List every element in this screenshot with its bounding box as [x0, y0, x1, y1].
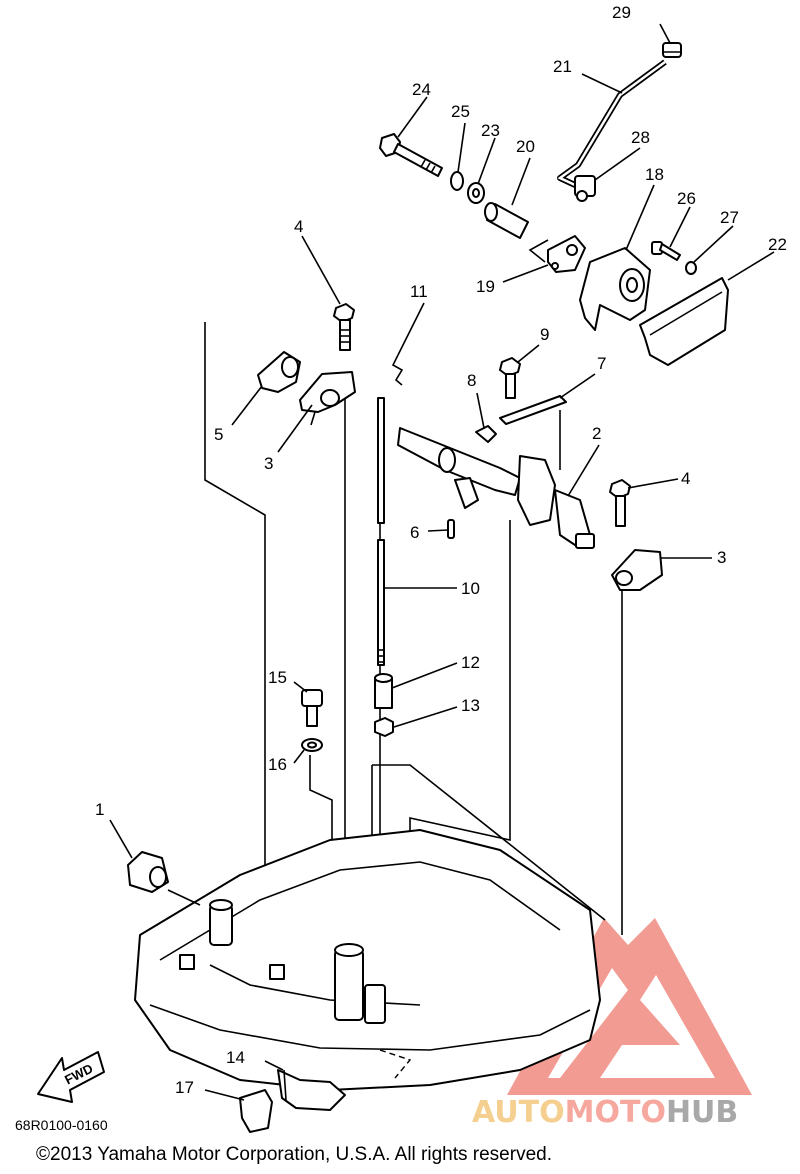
watermark-triangle [507, 918, 752, 1095]
part-7-plate [499, 395, 567, 425]
callout-14: 14 [226, 1048, 245, 1067]
part-25-washer [450, 171, 464, 191]
part-11-clip [391, 354, 404, 386]
watermark-logo: AUTOMOTOHUB [472, 918, 752, 1130]
callout-8: 8 [467, 371, 476, 390]
callout-18: 18 [645, 165, 664, 184]
part-12-joint [374, 673, 393, 709]
part-14-bracket [277, 1069, 346, 1111]
callout-22: 22 [768, 235, 787, 254]
callout-11: 11 [410, 282, 428, 301]
callout-26: 26 [677, 189, 696, 208]
part-26-bolt [651, 241, 681, 261]
part-3-holder-right [611, 549, 663, 591]
part-10-rod [377, 397, 385, 666]
callout-2: 2 [592, 424, 601, 443]
part-21-link-rod [557, 59, 667, 188]
callout-21: 21 [553, 57, 572, 76]
watermark-moto-text: MOTO [565, 1095, 666, 1130]
watermark-hub-text: HUB [666, 1095, 738, 1130]
callout-16: 16 [268, 755, 287, 774]
leader-lines [109, 23, 775, 1101]
watermark-auto-text: AUTO [472, 1095, 565, 1130]
callout-27: 27 [720, 208, 739, 227]
part-1-grommet [127, 851, 169, 893]
callout-15: 15 [268, 668, 287, 687]
callout-4-top: 4 [294, 217, 303, 236]
part-3-holder-left [299, 371, 356, 426]
callout-25: 25 [451, 102, 470, 121]
part-24-bolt [379, 133, 443, 177]
part-16-washer [301, 738, 323, 752]
callout-28: 28 [631, 128, 650, 147]
callout-labels: 29 21 24 25 23 28 20 18 26 27 4 22 19 11… [95, 3, 787, 1097]
parts: FWD [37, 42, 729, 1133]
callout-4-right: 4 [681, 469, 690, 488]
callout-20: 20 [516, 137, 535, 156]
callout-10: 10 [461, 579, 480, 598]
callout-29: 29 [612, 3, 631, 22]
callout-23: 23 [481, 121, 500, 140]
callout-5: 5 [214, 425, 223, 444]
part-29-cap [662, 42, 682, 58]
callout-1: 1 [95, 800, 104, 819]
part-23-washer [467, 182, 485, 204]
callout-3-left: 3 [264, 454, 273, 473]
part-2-shift-shaft [397, 427, 595, 549]
callout-19: 19 [476, 277, 495, 296]
part-8-clip [475, 425, 497, 443]
part-4-bolt-right [609, 479, 631, 527]
callout-9: 9 [540, 325, 549, 344]
fwd-arrow-icon: FWD [37, 1051, 105, 1103]
bottom-cowling [134, 829, 601, 1091]
part-19-lever [547, 235, 586, 273]
part-13-nut [374, 717, 394, 737]
part-27-washer [685, 261, 697, 275]
part-5-clamp [257, 351, 301, 393]
part-15-bolt [301, 689, 323, 727]
callout-6: 6 [410, 523, 419, 542]
callout-17: 17 [175, 1078, 194, 1097]
callout-7: 7 [597, 354, 606, 373]
svg-text:AUTOMOTOHUB: AUTOMOTOHUB [472, 1095, 738, 1130]
callout-24: 24 [412, 80, 431, 99]
part-22-bracket [639, 277, 729, 366]
part-28-clip [574, 175, 596, 202]
part-4-bolt-left [333, 303, 355, 351]
part-18-lever-assembly [579, 247, 651, 331]
part-6-pin [447, 519, 455, 539]
part-9-bolt [499, 357, 521, 399]
copyright-notice: ©2013 Yamaha Motor Corporation, U.S.A. A… [36, 1144, 552, 1165]
callout-13: 13 [461, 696, 480, 715]
part-20-collar [484, 202, 529, 239]
callout-12: 12 [461, 653, 480, 672]
part-17-clip [239, 1089, 273, 1133]
diagram-code: 68R0100-0160 [15, 1117, 108, 1133]
callout-3-right: 3 [717, 548, 726, 567]
